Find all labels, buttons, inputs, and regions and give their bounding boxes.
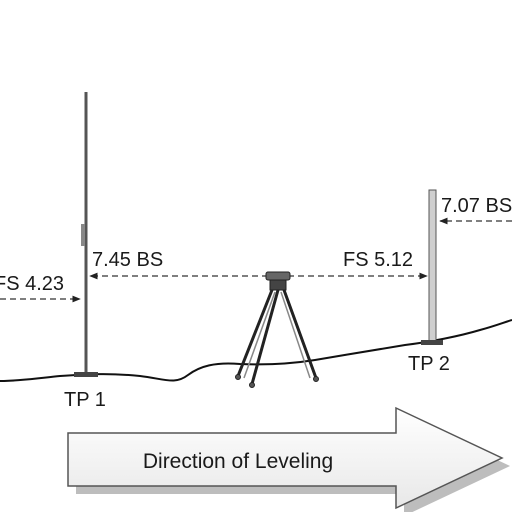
bs-tp2-label: 7.07 BS [441,195,512,217]
level-rod-tp2 [421,189,443,345]
fs-tp1-label: FS 4.23 [0,273,64,295]
fs-tp2-label: FS 5.12 [343,249,413,271]
direction-arrow [67,406,510,512]
level-rod-tp1 [74,92,98,377]
level-instrument-tripod [235,271,319,388]
tp1-label: TP 1 [64,389,106,411]
direction-label: Direction of Leveling [143,450,333,473]
bs-tp1-label: 7.45 BS [92,249,163,271]
tp2-label: TP 2 [408,353,450,375]
